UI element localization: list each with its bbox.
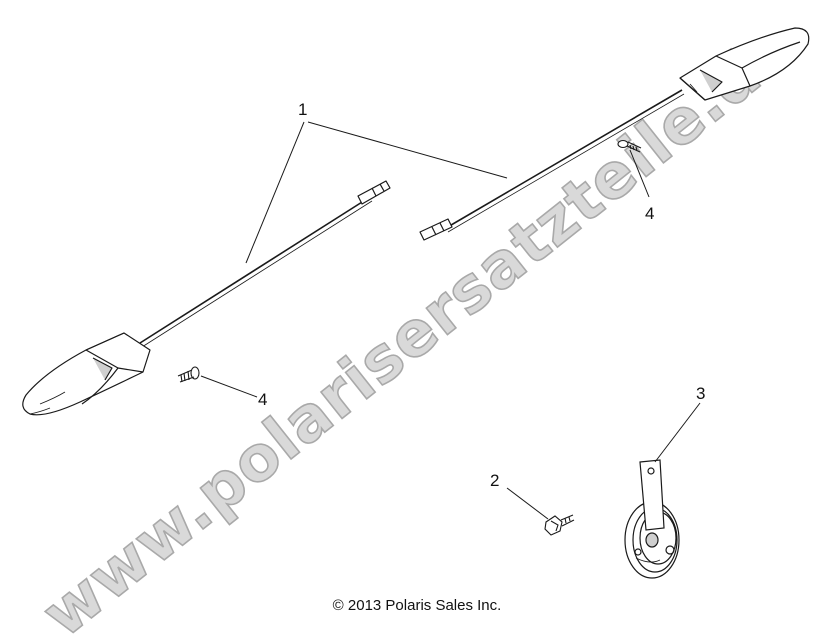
callout-4-right: 4 xyxy=(645,204,654,223)
callout-4-left: 4 xyxy=(258,390,267,409)
leader-1-right xyxy=(307,121,508,179)
leader-lines xyxy=(200,121,701,520)
leader-3 xyxy=(654,402,701,463)
screw-right xyxy=(617,139,642,153)
callout-1: 1 xyxy=(298,100,307,119)
callout-2: 2 xyxy=(490,471,499,490)
leader-2 xyxy=(506,487,549,520)
left-signal-connector xyxy=(357,180,391,205)
left-signal-wire xyxy=(139,196,371,344)
right-signal-lamp xyxy=(679,27,810,101)
leader-1-left xyxy=(245,121,305,264)
leader-4-left xyxy=(200,375,258,398)
right-signal-wire xyxy=(445,89,683,229)
leader-4-right xyxy=(629,149,650,198)
horn xyxy=(624,459,680,579)
watermark-text: www.polarisersatzteile.de xyxy=(28,10,808,643)
horn-fastener xyxy=(544,514,575,536)
left-signal-lamp xyxy=(22,332,151,416)
left-turn-signal xyxy=(22,180,391,416)
screw-left xyxy=(177,366,200,383)
copyright-text: © 2013 Polaris Sales Inc. xyxy=(332,597,502,614)
right-signal-connector xyxy=(419,218,453,241)
watermark: www.polarisersatzteile.de xyxy=(28,9,810,643)
callout-3: 3 xyxy=(696,384,705,403)
right-turn-signal xyxy=(419,27,810,241)
